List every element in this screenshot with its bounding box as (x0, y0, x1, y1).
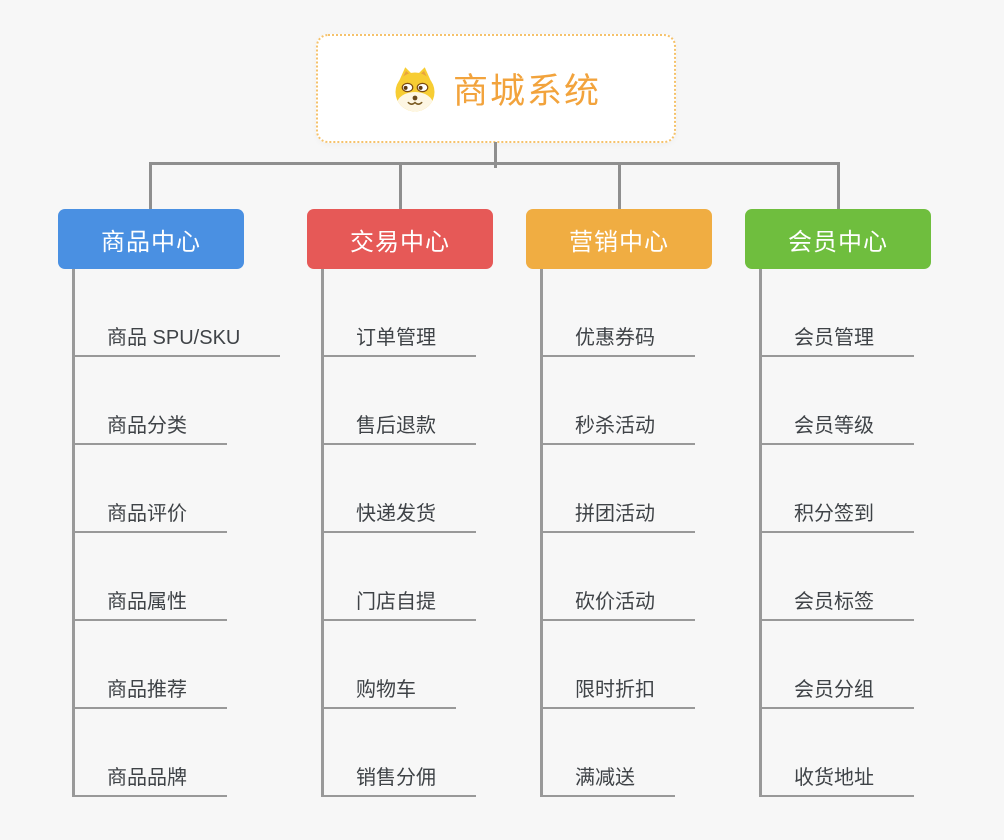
branch-children: 优惠券码 秒杀活动 拼团活动 砍价活动 限时折扣 满减送 (540, 269, 695, 797)
branch-node-member[interactable]: 会员中心 (745, 209, 931, 269)
leaf-node[interactable]: 商品分类 (75, 357, 227, 445)
leaf-label: 订单管理 (356, 327, 436, 349)
root-node[interactable]: 商城系统 (316, 34, 676, 143)
branch-children: 订单管理 售后退款 快递发货 门店自提 购物车 销售分佣 (321, 269, 476, 797)
branch-children: 会员管理 会员等级 积分签到 会员标签 会员分组 收货地址 (759, 269, 914, 797)
leaf-label: 商品属性 (107, 591, 187, 613)
leaf-node[interactable]: 优惠券码 (543, 269, 695, 357)
leaf-node[interactable]: 售后退款 (324, 357, 476, 445)
leaf-label: 商品分类 (107, 415, 187, 437)
leaf-node[interactable]: 快递发货 (324, 445, 476, 533)
root-label: 商城系统 (452, 72, 601, 111)
branch-label: 会员中心 (788, 228, 888, 256)
leaf-label: 商品 SPU/SKU (107, 327, 241, 349)
leaf-node[interactable]: 门店自提 (324, 533, 476, 621)
leaf-node[interactable]: 秒杀活动 (543, 357, 695, 445)
branch-column-member: 会员中心 会员管理 会员等级 积分签到 会员标签 会员分组 收货地址 (745, 209, 931, 797)
leaf-node[interactable]: 商品 SPU/SKU (75, 269, 281, 357)
leaf-node[interactable]: 商品评价 (75, 445, 227, 533)
leaf-node[interactable]: 会员标签 (762, 533, 914, 621)
leaf-node[interactable]: 收货地址 (762, 709, 914, 797)
leaf-label: 拼团活动 (575, 503, 655, 525)
leaf-label: 会员分组 (794, 679, 874, 701)
leaf-node[interactable]: 购物车 (324, 621, 456, 709)
dog-icon (391, 65, 439, 113)
leaf-label: 砍价活动 (575, 591, 655, 613)
connector-drop-1 (149, 162, 152, 210)
branch-column-trade: 交易中心 订单管理 售后退款 快递发货 门店自提 购物车 销售分佣 (307, 209, 493, 797)
branch-children: 商品 SPU/SKU 商品分类 商品评价 商品属性 商品推荐 商品品牌 (72, 269, 281, 797)
leaf-label: 秒杀活动 (575, 415, 655, 437)
leaf-label: 商品推荐 (107, 679, 187, 701)
branch-label: 商品中心 (101, 228, 201, 256)
leaf-label: 商品评价 (107, 503, 187, 525)
leaf-node[interactable]: 会员等级 (762, 357, 914, 445)
leaf-label: 积分签到 (794, 503, 874, 525)
branch-label: 营销中心 (569, 228, 669, 256)
leaf-node[interactable]: 商品品牌 (75, 709, 227, 797)
connector-horizontal (150, 162, 838, 165)
leaf-label: 会员标签 (794, 591, 874, 613)
connector-drop-3 (618, 162, 621, 210)
leaf-label: 收货地址 (794, 767, 874, 789)
leaf-node[interactable]: 订单管理 (324, 269, 476, 357)
leaf-node[interactable]: 满减送 (543, 709, 675, 797)
leaf-node[interactable]: 砍价活动 (543, 533, 695, 621)
leaf-label: 优惠券码 (575, 327, 655, 349)
leaf-label: 快递发货 (356, 503, 436, 525)
leaf-node[interactable]: 会员管理 (762, 269, 914, 357)
leaf-node[interactable]: 会员分组 (762, 621, 914, 709)
leaf-label: 门店自提 (356, 591, 436, 613)
leaf-label: 限时折扣 (575, 679, 655, 701)
leaf-node[interactable]: 限时折扣 (543, 621, 695, 709)
leaf-node[interactable]: 积分签到 (762, 445, 914, 533)
leaf-label: 满减送 (575, 767, 635, 789)
leaf-node[interactable]: 商品属性 (75, 533, 227, 621)
leaf-label: 购物车 (356, 679, 416, 701)
leaf-label: 销售分佣 (356, 767, 436, 789)
connector-drop-2 (399, 162, 402, 210)
leaf-label: 售后退款 (356, 415, 436, 437)
leaf-label: 商品品牌 (107, 767, 187, 789)
connector-drop-4 (837, 162, 840, 210)
branch-column-marketing: 营销中心 优惠券码 秒杀活动 拼团活动 砍价活动 限时折扣 满减送 (526, 209, 712, 797)
leaf-label: 会员管理 (794, 327, 874, 349)
leaf-node[interactable]: 商品推荐 (75, 621, 227, 709)
branch-label: 交易中心 (350, 228, 450, 256)
branch-node-trade[interactable]: 交易中心 (307, 209, 493, 269)
branch-node-marketing[interactable]: 营销中心 (526, 209, 712, 269)
leaf-node[interactable]: 销售分佣 (324, 709, 476, 797)
leaf-label: 会员等级 (794, 415, 874, 437)
leaf-node[interactable]: 拼团活动 (543, 445, 695, 533)
connector-root-stub (494, 142, 497, 168)
branch-column-goods: 商品中心 商品 SPU/SKU 商品分类 商品评价 商品属性 商品推荐 商品品牌 (58, 209, 281, 797)
branch-node-goods[interactable]: 商品中心 (58, 209, 244, 269)
